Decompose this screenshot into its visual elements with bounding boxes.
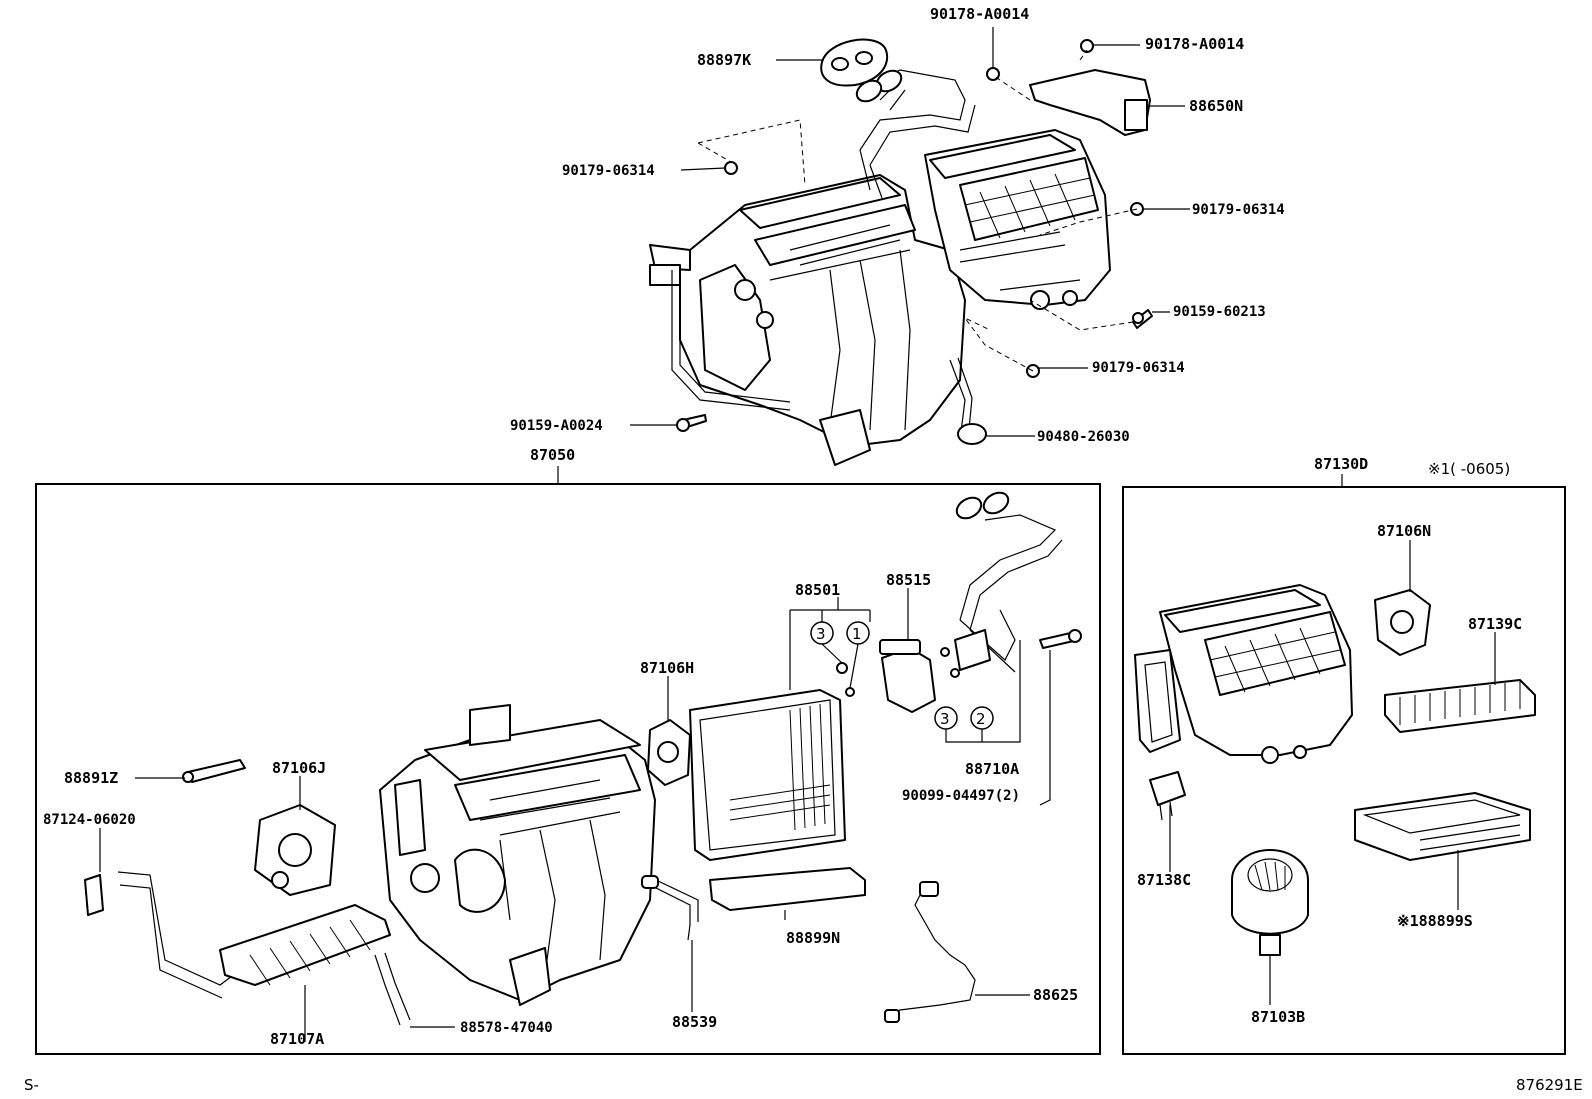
label-87050: 87050 <box>530 446 575 464</box>
circle-num-3b: 3 <box>940 710 950 728</box>
label-88578-47040: 88578-47040 <box>460 1020 553 1036</box>
top-hvac-assembly <box>649 38 1153 466</box>
label-90179-06314-right: 90179-06314 <box>1192 202 1285 218</box>
label-88650N: 88650N <box>1189 97 1243 115</box>
label-87138C: 87138C <box>1137 871 1191 889</box>
label-88710A: 88710A <box>965 760 1019 778</box>
label-188899S: ※188899S <box>1397 912 1473 930</box>
label-88891Z: 88891Z <box>64 769 118 787</box>
label-90178-a0014-top: 90178-A0014 <box>930 5 1029 23</box>
top-leader-lines <box>630 27 1190 437</box>
corner-code-left: S- <box>24 1076 39 1094</box>
label-90178-a0014-right: 90178-A0014 <box>1145 35 1244 53</box>
label-88539: 88539 <box>672 1013 717 1031</box>
label-87103B: 87103B <box>1251 1008 1305 1026</box>
left-box-parts <box>84 491 1082 1026</box>
box-87130D <box>1122 486 1566 1055</box>
right-box-parts <box>1134 584 1536 956</box>
left-box-leaders <box>99 588 1051 1042</box>
note-applicability: ※1( -0605) <box>1428 460 1510 478</box>
corner-code-right: 876291E <box>1516 1076 1583 1094</box>
label-88899N: 88899N <box>786 929 840 947</box>
right-box-leaders <box>1169 540 1496 1005</box>
label-90179-06314-left: 90179-06314 <box>562 163 655 179</box>
label-87130D: 87130D <box>1314 455 1368 473</box>
label-88501: 88501 <box>795 581 840 599</box>
label-87139C: 87139C <box>1468 615 1522 633</box>
circle-num-2: 2 <box>976 710 986 728</box>
label-87106N: 87106N <box>1377 522 1431 540</box>
circle-num-3a: 3 <box>816 625 826 643</box>
circle-num-1: 1 <box>852 625 862 643</box>
label-90159-60213: 90159-60213 <box>1173 304 1266 320</box>
label-88897K: 88897K <box>697 51 751 69</box>
box-87050 <box>35 483 1101 1055</box>
label-88515: 88515 <box>886 571 931 589</box>
label-90159-a0024: 90159-A0024 <box>510 418 603 434</box>
label-90179-06314-lower: 90179-06314 <box>1092 360 1185 376</box>
label-90480-26030: 90480-26030 <box>1037 429 1130 445</box>
label-87124-06020: 87124-06020 <box>43 812 136 828</box>
label-87106J: 87106J <box>272 759 326 777</box>
label-87106H: 87106H <box>640 659 694 677</box>
label-88625: 88625 <box>1033 986 1078 1004</box>
label-90099-04497: 90099-04497(2) <box>902 788 1020 804</box>
label-87107A: 87107A <box>270 1030 324 1048</box>
